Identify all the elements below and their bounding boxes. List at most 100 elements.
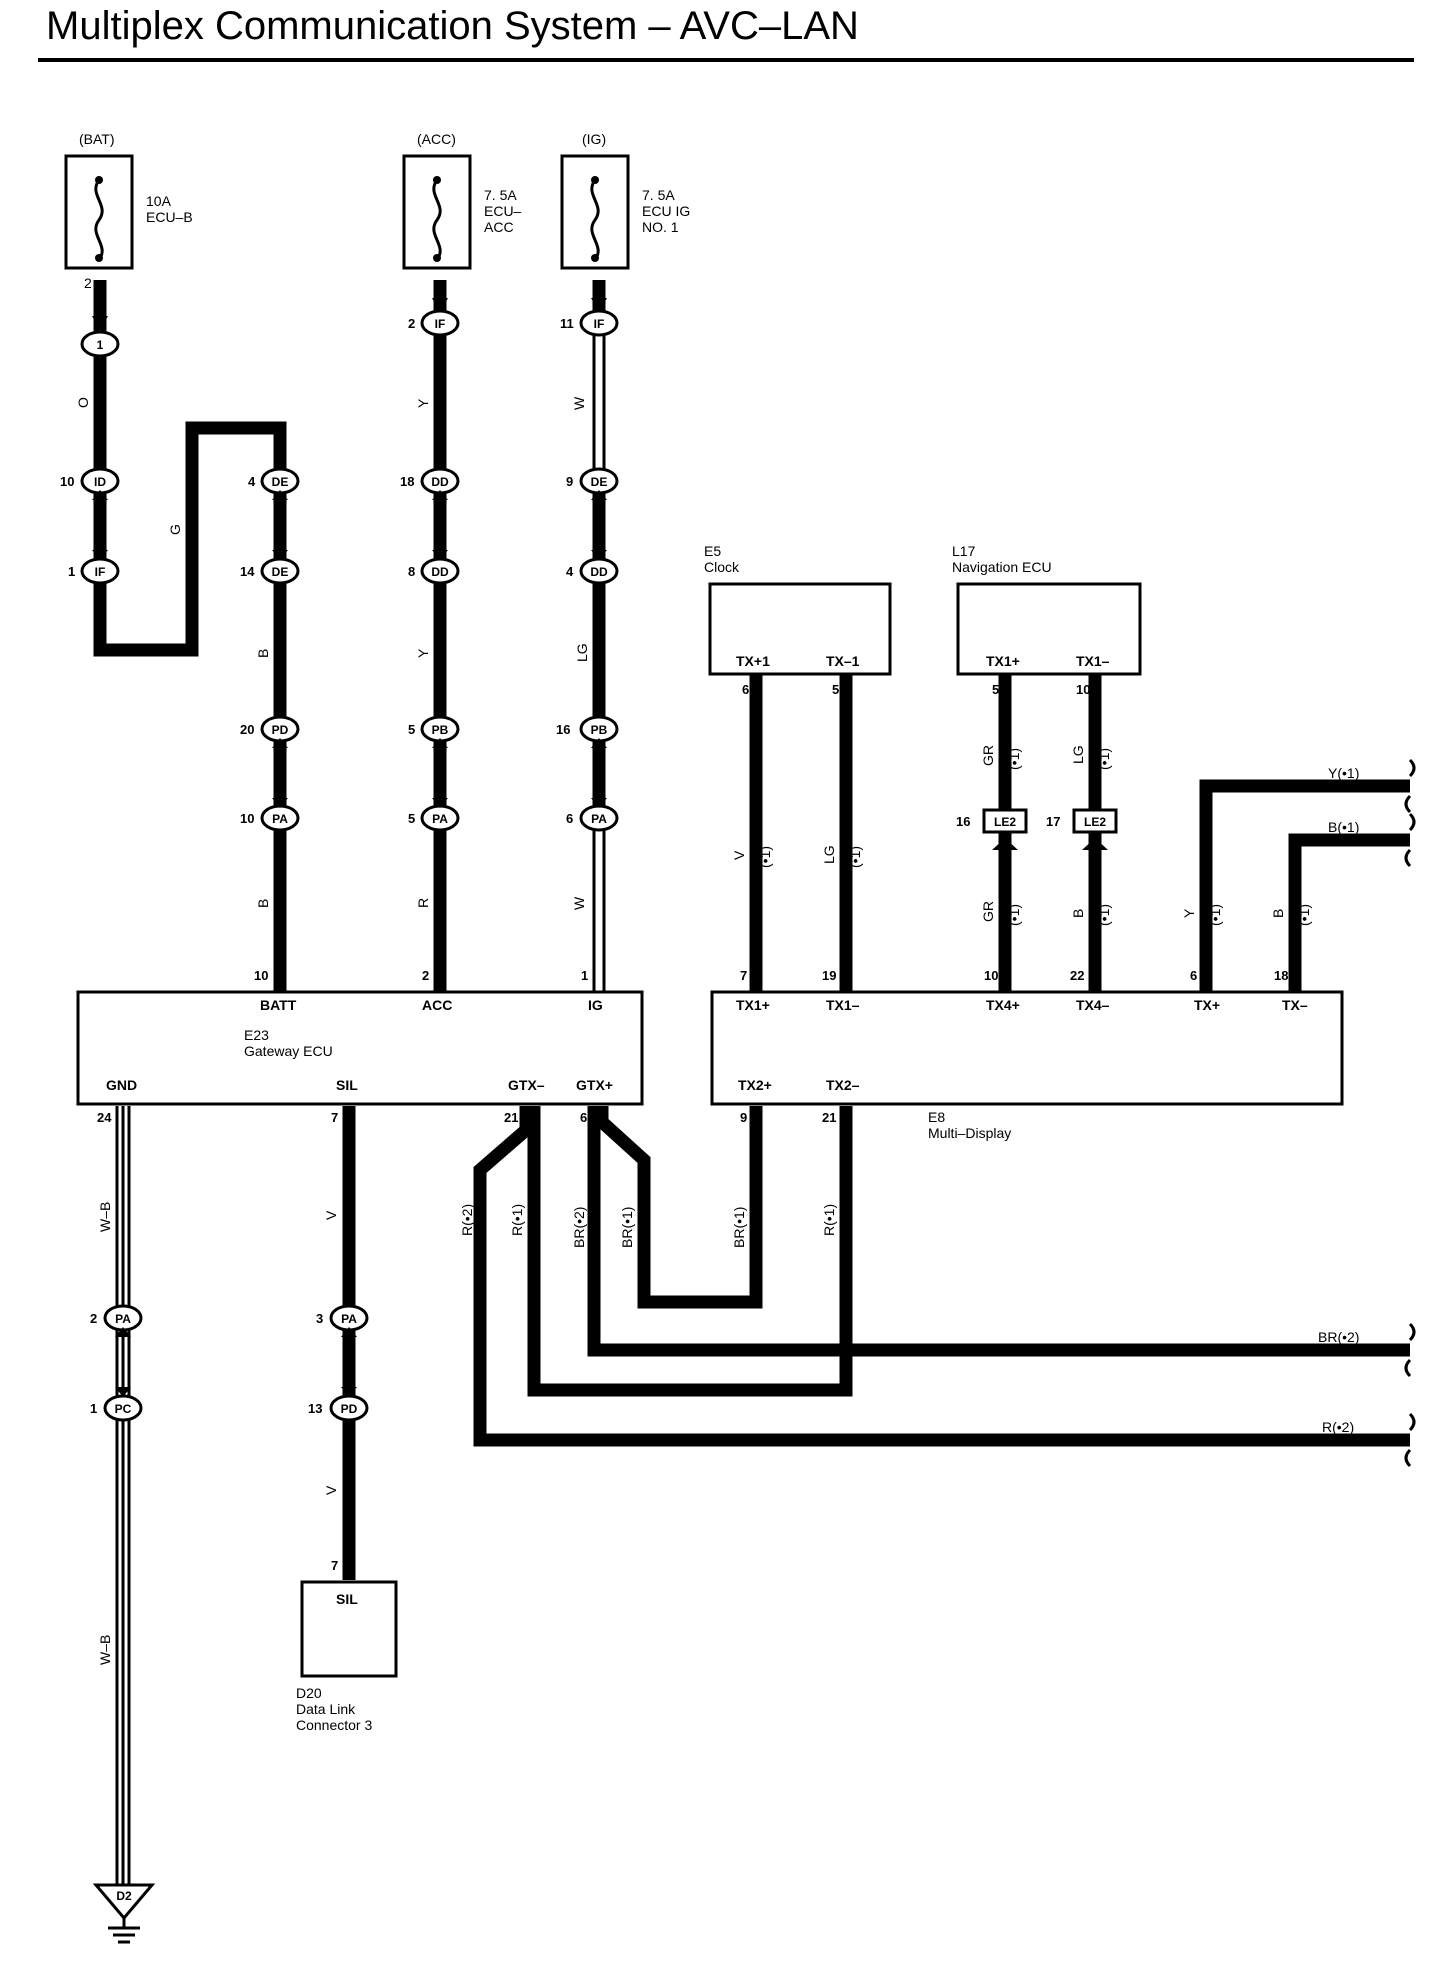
pin: 7 [331,1558,338,1573]
terminal: TX4+ [986,997,1020,1013]
wire-g-loop [93,421,287,657]
pin: 21 [822,1110,836,1125]
svg-text:PA: PA [115,1312,131,1326]
svg-text:B: B [255,899,271,908]
pin: 5 [992,682,999,697]
svg-text:O: O [75,397,91,408]
svg-text:4: 4 [248,474,256,489]
component-name: Gateway ECU [244,1043,333,1059]
svg-text:DD: DD [431,565,449,579]
svg-text:W–B: W–B [97,1635,113,1665]
svg-text:BR(•2): BR(•2) [571,1207,587,1248]
ground-symbol: D2 [92,1883,156,1944]
svg-text:(•1): (•1) [1207,904,1223,926]
pin: 22 [1070,968,1084,983]
svg-text:DD: DD [590,565,608,579]
svg-text:13: 13 [308,1401,322,1416]
pin: 6 [580,1110,587,1125]
svg-text:PD: PD [272,723,289,737]
svg-text:W: W [571,896,587,910]
component-code: L17 [952,543,976,559]
multi-display: TX1+ TX1– TX4+ TX4– TX+ TX– 7 19 10 22 6… [710,968,1344,1141]
svg-text:1: 1 [68,564,75,579]
terminal-acc: ACC [422,997,452,1013]
terminal-gnd: GND [106,1077,137,1093]
pin: 18 [1274,968,1288,983]
terminal-sil: SIL [336,1077,358,1093]
terminal: TX1+ [736,997,770,1013]
svg-text:14: 14 [240,564,255,579]
svg-text:Y: Y [1181,908,1197,918]
svg-text:6: 6 [566,811,573,826]
svg-text:11: 11 [560,316,574,331]
pin: 7 [331,1110,338,1125]
svg-text:BR(•1): BR(•1) [731,1207,747,1248]
fuse-rating: 7. 5A [484,187,517,203]
continuation-marks [1404,758,1416,1468]
connector-dd18: DD 18 [400,467,460,495]
svg-text:(•1): (•1) [1006,904,1022,926]
svg-text:R(•1): R(•1) [821,1204,837,1236]
connector-if2: IF 2 [408,309,460,337]
pin: 6 [742,682,749,697]
svg-text:PA: PA [432,812,448,826]
svg-text:R(•1): R(•1) [509,1204,525,1236]
connector-pc1: PC1 [90,1394,143,1422]
pin: 10 [254,968,268,983]
wire-r2-out [473,1106,1410,1447]
svg-text:B: B [1070,909,1086,918]
pin: 10 [984,968,998,983]
svg-text:5: 5 [408,811,415,826]
svg-text:PA: PA [591,812,607,826]
data-link-connector: SIL 7 D20 Data Link Connector 3 [296,1558,398,1733]
pin: 5 [832,682,839,697]
clock-unit: E5 Clock TX+1 TX–1 6 5 [704,543,892,697]
component-name: Multi–Display [928,1125,1011,1141]
terminal: TX+1 [736,653,770,669]
svg-text:8: 8 [408,564,415,579]
svg-text:B: B [1270,909,1286,918]
svg-text:PD: PD [341,1402,358,1416]
wire-md-b [1288,833,1410,992]
svg-text:16: 16 [956,814,970,829]
svg-text:(•1): (•1) [757,846,773,868]
component-code: E8 [928,1109,945,1125]
terminal-ig: IG [588,997,603,1013]
fuse-pin: 2 [84,275,92,291]
pin: 6 [1190,968,1197,983]
svg-text:W: W [571,396,587,410]
fuse-ecu-acc: (ACC) 7. 5A ECU– ACC [402,131,522,270]
component-code: E23 [244,1027,269,1043]
pin: 21 [504,1110,518,1125]
terminal: TX1– [826,997,860,1013]
svg-text:Y: Y [415,398,431,408]
svg-text:PA: PA [272,812,288,826]
fuse-rating: 7. 5A [642,187,675,203]
svg-text:IF: IF [435,317,446,331]
svg-text:DD: DD [431,475,449,489]
connector-1: 1 [80,330,120,358]
pin: 10 [1076,682,1090,697]
terminal: TX1– [1076,653,1110,669]
pin: 7 [740,968,747,983]
svg-text:4: 4 [566,564,574,579]
svg-text:V: V [731,850,747,860]
svg-text:2: 2 [408,316,415,331]
svg-text:9: 9 [566,474,573,489]
svg-text:17: 17 [1046,814,1060,829]
svg-text:LE2: LE2 [1084,815,1106,829]
svg-text:DE: DE [272,475,289,489]
terminal: TX–1 [826,653,860,669]
svg-text:V: V [323,1210,339,1220]
svg-text:(•1): (•1) [1096,748,1112,770]
connector-pa2: PA2 [90,1304,143,1332]
svg-text:18: 18 [400,474,414,489]
connector-de9: DE9 [566,467,619,495]
ground-code: D2 [116,1889,132,1903]
